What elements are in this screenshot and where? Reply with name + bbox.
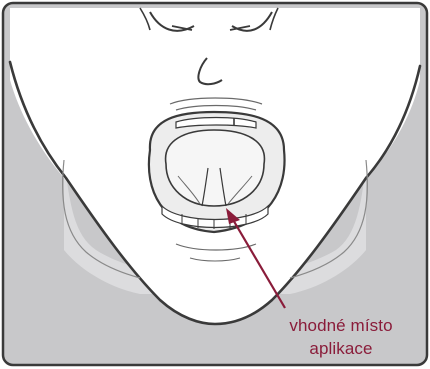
callout-line-1: vhodné místo bbox=[266, 314, 416, 337]
callout-label: vhodné místo aplikace bbox=[266, 314, 416, 360]
tongue bbox=[166, 130, 265, 206]
callout-line-2: aplikace bbox=[266, 337, 416, 360]
